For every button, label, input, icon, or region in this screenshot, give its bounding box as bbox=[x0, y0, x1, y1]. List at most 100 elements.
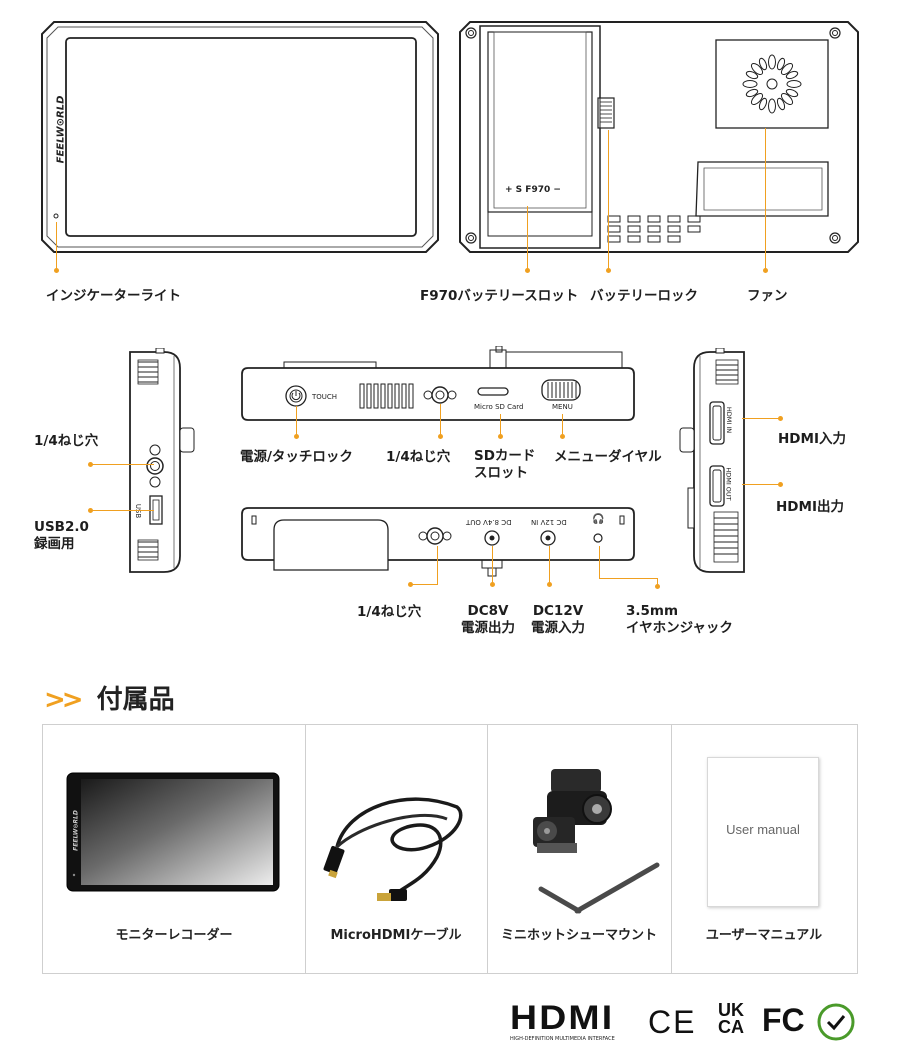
battery-terminal-marks: + S F970 − bbox=[505, 185, 561, 195]
sd-label: SDカード スロット bbox=[474, 448, 535, 482]
fcc-mark: FC bbox=[762, 1002, 805, 1038]
jack-dot bbox=[655, 584, 660, 589]
hdmi-cable-photo bbox=[323, 797, 463, 901]
jack-label: 3.5mm イヤホンジャック bbox=[626, 603, 733, 637]
accessory-cell-monitor: FEELW⊙RLD モニターレコーダー bbox=[43, 725, 306, 973]
ukca-top: UK bbox=[718, 1000, 744, 1020]
dc8-label: DC8V 電源出力 bbox=[452, 603, 524, 637]
indicator-leader bbox=[56, 222, 57, 270]
monitor-top-edge-view bbox=[241, 346, 635, 421]
monitor-back-view bbox=[459, 21, 859, 253]
fan-dot bbox=[763, 268, 768, 273]
hdmi-in-leader bbox=[742, 418, 780, 419]
monitor-photo-brand: FEELW⊙RLD bbox=[72, 810, 80, 851]
battery-slot-leader bbox=[527, 206, 528, 270]
left-screw-leader bbox=[90, 464, 154, 465]
monitor-right-side-view bbox=[679, 348, 745, 573]
monitor-bottom-edge-view bbox=[241, 507, 635, 577]
ukca-mark: UK CA bbox=[718, 1000, 754, 1037]
accessory-cell-manual: User manual ユーザーマニュアル bbox=[671, 725, 857, 973]
user-manual-booklet: User manual bbox=[707, 757, 819, 907]
dc-out-text: DC 8.4V OUT bbox=[466, 518, 512, 526]
accessories-table: FEELW⊙RLD モニターレコーダー MicroHDMIケーブル ミニホッ bbox=[42, 724, 858, 974]
dc8-label-line2: 電源出力 bbox=[461, 620, 515, 636]
power-leader bbox=[296, 406, 297, 436]
hdmi-out-text: HDMI OUT bbox=[724, 467, 733, 501]
brand-logo: FEELW⊙RLD bbox=[55, 95, 67, 164]
hdmi-out-label: HDMI出力 bbox=[776, 499, 844, 515]
rohs-badge-icon bbox=[817, 1003, 855, 1041]
booklet-text: User manual bbox=[726, 822, 800, 837]
sd-dot bbox=[498, 434, 503, 439]
dc8-leader bbox=[492, 546, 493, 584]
top-screw-dot bbox=[438, 434, 443, 439]
monitor-front-view bbox=[41, 21, 439, 253]
monitor-photo bbox=[66, 772, 280, 892]
menu-dot bbox=[560, 434, 565, 439]
hdmi-in-dot bbox=[778, 416, 783, 421]
accessory-caption: MicroHDMIケーブル bbox=[330, 928, 462, 943]
dc12-label: DC12V 電源入力 bbox=[524, 603, 592, 637]
accessory-cell-cable: MicroHDMIケーブル bbox=[305, 725, 488, 973]
dc12-label-line1: DC12V bbox=[532, 603, 584, 619]
chevron-icon: >> bbox=[44, 685, 84, 715]
menu-text: MENU bbox=[552, 403, 573, 411]
hdmi-out-leader bbox=[742, 484, 780, 485]
dc8-label-line1: DC8V bbox=[467, 603, 509, 619]
usb-leader bbox=[90, 510, 154, 511]
usb-dot bbox=[88, 508, 93, 513]
accessory-caption: ユーザーマニュアル bbox=[705, 928, 823, 943]
top-screw-leader bbox=[440, 404, 441, 436]
sd-leader bbox=[500, 414, 501, 436]
battery-lock-dot bbox=[606, 268, 611, 273]
ce-mark: CE bbox=[648, 1004, 697, 1040]
hdmi-in-label: HDMI入力 bbox=[778, 431, 846, 447]
hdmi-logo-sub: HIGH-DEFINITION MULTIMEDIA INTERFACE bbox=[510, 1036, 615, 1042]
indicator-dot bbox=[54, 268, 59, 273]
battery-lock-leader bbox=[608, 130, 609, 270]
hdmi-out-dot bbox=[778, 482, 783, 487]
accessory-caption: モニターレコーダー bbox=[115, 928, 233, 943]
usb-label-line1: USB2.0 bbox=[34, 519, 89, 535]
touch-text: TOUCH bbox=[312, 393, 338, 401]
headphone-icon: 🎧 bbox=[592, 514, 605, 525]
bottom-screw-label: 1/4ねじ穴 bbox=[357, 604, 422, 620]
accessories-title: 付属品 bbox=[96, 685, 175, 715]
hdmi-in-text: HDMI IN bbox=[725, 406, 734, 434]
jack-leader-h bbox=[599, 578, 657, 579]
usb-label-line2: 録画用 bbox=[34, 536, 75, 552]
indicator-label: インジケーターライト bbox=[46, 288, 181, 304]
dc12-label-line2: 電源入力 bbox=[531, 620, 585, 636]
jack-leader-v2 bbox=[657, 578, 658, 586]
hdmi-logo-text: HDMI bbox=[510, 999, 615, 1037]
left-screw-label: 1/4ねじ穴 bbox=[34, 433, 99, 449]
battery-lock-label: バッテリーロック bbox=[590, 288, 698, 304]
bottom-screw-leader bbox=[437, 546, 438, 584]
power-dot bbox=[294, 434, 299, 439]
accessory-caption: ミニホットシューマウント bbox=[500, 928, 657, 943]
power-label: 電源/タッチロック bbox=[240, 449, 353, 465]
dc12-leader bbox=[549, 546, 550, 584]
jack-label-line1: 3.5mm bbox=[626, 603, 679, 619]
sd-label-line1: SDカード bbox=[474, 448, 536, 464]
accessories-heading: >> 付属品 bbox=[44, 679, 175, 716]
left-screw-dot bbox=[88, 462, 93, 467]
sd-card-text: Micro SD Card bbox=[474, 403, 524, 411]
bottom-screw-dot bbox=[408, 582, 413, 587]
sd-label-line2: スロット bbox=[474, 465, 528, 481]
hdmi-logo: HDMI HIGH-DEFINITION MULTIMEDIA INTERFAC… bbox=[510, 1001, 638, 1042]
fan-label: ファン bbox=[747, 288, 788, 304]
battery-slot-dot bbox=[525, 268, 530, 273]
usb-label: USB2.0 録画用 bbox=[34, 519, 89, 553]
usb-port-text: USB bbox=[134, 503, 143, 519]
top-screw-label: 1/4ねじ穴 bbox=[386, 449, 451, 465]
dc-in-text: DC 12V IN bbox=[531, 518, 567, 526]
fan-leader bbox=[765, 128, 766, 270]
hot-shoe-mount-photo bbox=[533, 769, 660, 914]
ukca-bottom: CA bbox=[718, 1017, 744, 1037]
monitor-left-side-view bbox=[129, 348, 195, 573]
menu-label: メニューダイヤル bbox=[554, 449, 662, 465]
dc12-dot bbox=[547, 582, 552, 587]
battery-slot-label: F970バッテリースロット bbox=[420, 288, 579, 304]
menu-leader bbox=[562, 414, 563, 436]
